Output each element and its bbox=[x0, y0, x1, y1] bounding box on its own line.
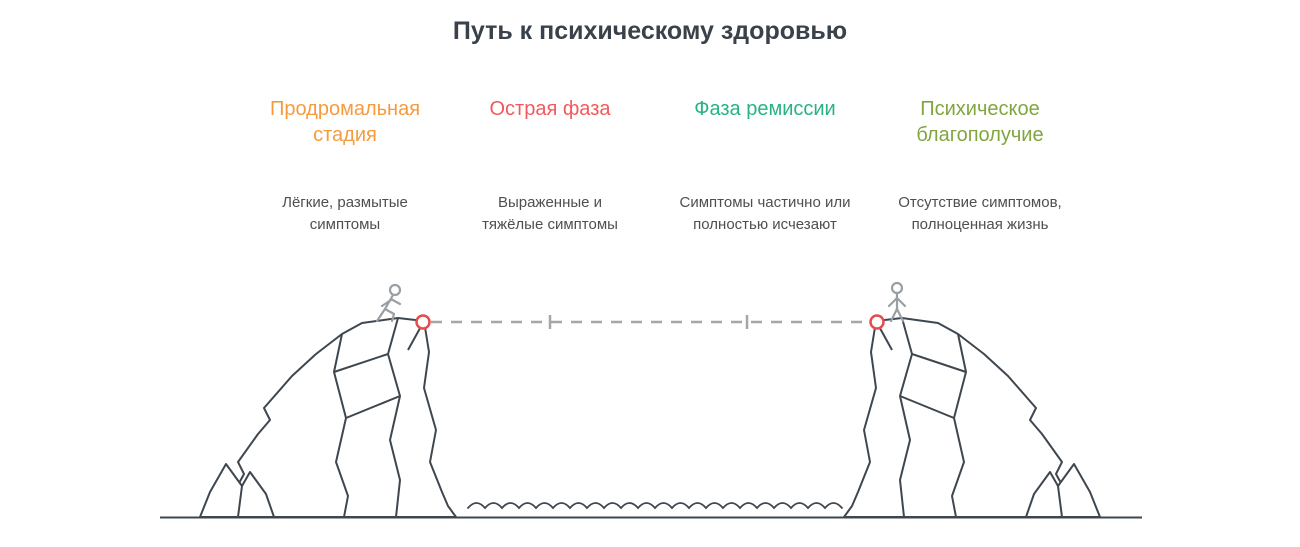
stage-label-wrap: Острая фаза bbox=[440, 96, 660, 158]
walking-person-icon bbox=[375, 283, 402, 323]
stage-label-wrap: Психическое благополучие bbox=[868, 96, 1092, 158]
stage-column-wellbeing: Психическое благополучие Отсутствие симп… bbox=[868, 96, 1092, 262]
stage-description: Выраженные и тяжёлые симптомы bbox=[482, 194, 618, 233]
stage-label: Продромальная стадия bbox=[269, 98, 421, 146]
stage-label: Психическое благополучие bbox=[916, 98, 1044, 146]
stage-desc-wrap: Выраженные и тяжёлые симптомы bbox=[440, 166, 660, 262]
stage-column-prodromal: Продромальная стадия Лёгкие, размытые си… bbox=[225, 96, 465, 262]
standing-person-icon bbox=[887, 281, 907, 323]
right-cliff bbox=[843, 317, 1101, 518]
left-cliff bbox=[199, 317, 457, 518]
stage-label-wrap: Продромальная стадия bbox=[225, 96, 465, 158]
stage-column-acute: Острая фаза Выраженные и тяжёлые симптом… bbox=[440, 96, 660, 262]
right-anchor-ring-icon bbox=[869, 314, 885, 330]
stage-label: Острая фаза bbox=[489, 98, 611, 120]
water-waves-icon bbox=[467, 502, 843, 510]
tightrope-dashed-line bbox=[431, 315, 869, 329]
left-anchor-ring-icon bbox=[415, 314, 431, 330]
stage-description: Симптомы частично или полностью исчезают bbox=[679, 194, 851, 233]
page-title: Путь к психическому здоровью bbox=[452, 17, 848, 45]
stage-desc-wrap: Отсутствие симптомов, полноценная жизнь bbox=[868, 166, 1092, 262]
stage-desc-wrap: Симптомы частично или полностью исчезают bbox=[655, 166, 875, 262]
stage-desc-wrap: Лёгкие, размытые симптомы bbox=[225, 166, 465, 262]
stage-label: Фаза ремиссии bbox=[694, 98, 836, 120]
stage-description: Лёгкие, размытые симптомы bbox=[282, 194, 408, 233]
stage-column-remission: Фаза ремиссии Симптомы частично или полн… bbox=[655, 96, 875, 262]
stage-label-wrap: Фаза ремиссии bbox=[655, 96, 875, 158]
stage-description: Отсутствие симптомов, полноценная жизнь bbox=[898, 194, 1062, 233]
